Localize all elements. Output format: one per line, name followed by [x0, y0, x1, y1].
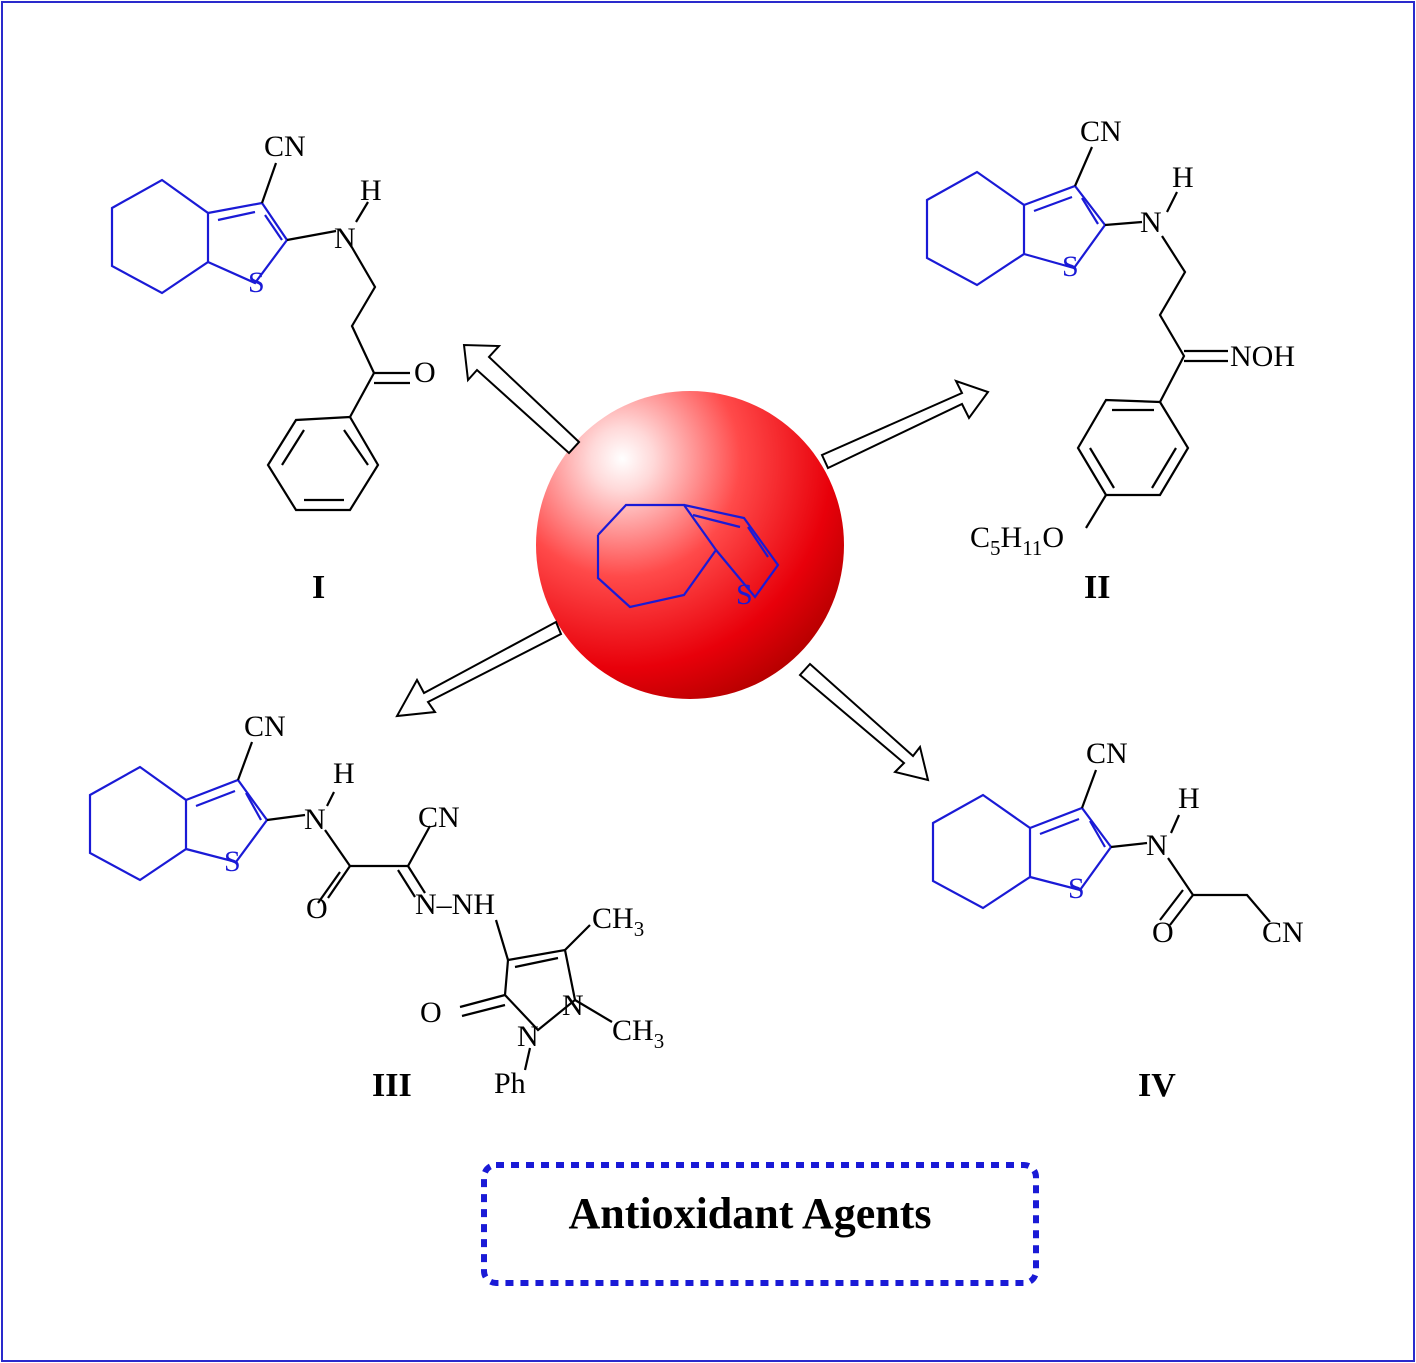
- hydrogen-label: H: [360, 174, 382, 207]
- hydrogen-label: H: [1172, 161, 1194, 194]
- cyano-label: CN: [418, 801, 460, 834]
- arrow-to-II: [820, 379, 990, 470]
- nitrogen-label: N: [1146, 829, 1168, 862]
- phenyl-label: Ph: [494, 1067, 526, 1100]
- sulfur-label: S: [1062, 250, 1079, 283]
- cyano-label: CN: [1262, 916, 1304, 949]
- nitrogen-label: N: [1140, 206, 1162, 239]
- core-sulfur-label: S: [736, 578, 753, 611]
- arrow-to-IV: [798, 662, 930, 782]
- arrow-to-I: [462, 343, 581, 455]
- nitrogen-label: N: [334, 222, 356, 255]
- pentyloxy-label: C5H11O: [970, 521, 1064, 560]
- methyl-label-upper: CH3: [592, 902, 644, 941]
- compound-IV: CN H N S O CN IV: [931, 737, 1304, 1104]
- caption-box: Antioxidant Agents: [481, 1162, 1039, 1286]
- hydrogen-label: H: [1178, 782, 1200, 815]
- carbonyl-oxygen-label: O: [414, 356, 436, 389]
- compound-id-II: II: [1084, 569, 1110, 606]
- compound-id-IV: IV: [1138, 1067, 1176, 1104]
- compound-III: CN H N S O CN N–NH CH3 O N N CH3 Ph III: [88, 710, 664, 1104]
- caption-text: Antioxidant Agents: [568, 1189, 931, 1238]
- sulfur-label: S: [224, 845, 241, 878]
- sulfur-label: S: [248, 266, 265, 299]
- nitrile-label: CN: [264, 130, 306, 163]
- ring-nitrogen-1-label: N: [517, 1020, 539, 1053]
- hydrogen-label: H: [333, 757, 355, 790]
- methyl-label-lower: CH3: [612, 1014, 664, 1053]
- compound-id-III: III: [372, 1067, 412, 1104]
- nitrile-label: CN: [244, 710, 286, 743]
- sulfur-label: S: [1068, 872, 1085, 905]
- compound-I: CN H N S O I: [110, 130, 436, 606]
- hydrazone-label: N–NH: [415, 888, 495, 921]
- oxime-label: NOH: [1230, 340, 1295, 373]
- compound-id-I: I: [312, 569, 325, 606]
- core-scaffold-sphere: S: [536, 391, 844, 699]
- arrow-to-III: [395, 620, 563, 718]
- ring-nitrogen-2-label: N: [562, 989, 584, 1022]
- nitrogen-label: N: [304, 803, 326, 836]
- pyrazolone-oxygen-label: O: [420, 996, 442, 1029]
- nitrile-label: CN: [1086, 737, 1128, 770]
- amide-oxygen-label: O: [306, 892, 328, 925]
- amide-oxygen-label: O: [1152, 916, 1174, 949]
- nitrile-label: CN: [1080, 115, 1122, 148]
- compound-II: CN H N S NOH C5H11O II: [925, 115, 1295, 606]
